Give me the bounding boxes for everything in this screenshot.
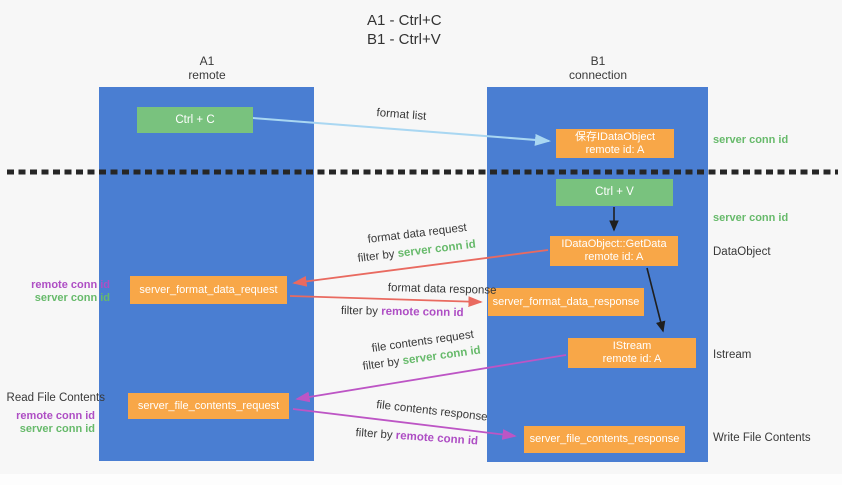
remote-conn-id-label-left-top: remote conn id — [31, 279, 110, 291]
left-conn-id-labels-top: remote conn id server conn id — [0, 279, 110, 305]
ctrl-c-box: Ctrl + C — [137, 107, 253, 133]
remote-conn-id-label-left-bottom: remote conn id — [16, 410, 95, 422]
server-conn-id-text: server conn id — [396, 238, 477, 261]
column-a1-name: A1 — [199, 54, 215, 68]
save-idataobject-box: 保存IDataObject remote id: A — [556, 129, 674, 158]
file-contents-response-filter-label: filter by remote conn id — [355, 427, 478, 448]
server-format-data-request-box: server_format_data_request — [130, 276, 287, 304]
istream-line2: remote id: A — [602, 353, 662, 365]
server-file-contents-request-box: server_file_contents_request — [128, 393, 289, 419]
read-file-contents-label: Read File Contents — [6, 392, 105, 404]
istream-line1: IStream — [612, 340, 652, 352]
column-a1-subtitle: remote — [188, 68, 226, 82]
server-conn-id-label-right-top: server conn id — [713, 134, 789, 146]
server-conn-id-label-left-top: server conn id — [34, 292, 110, 304]
save-idataobject-line2: remote id: A — [585, 143, 645, 156]
server-format-data-response-label: server_format_data_response — [492, 295, 640, 308]
column-header-a1: A1 remote — [157, 54, 257, 82]
format-data-response-arrow — [289, 295, 483, 308]
format-data-response-filter-label: filter by remote conn id — [341, 305, 464, 319]
write-file-contents-label: Write File Contents — [713, 432, 811, 444]
left-conn-id-labels-bottom: remote conn id server conn id — [0, 410, 95, 436]
istream-side-label: Istream — [713, 349, 752, 361]
istream-box: IStream remote id: A — [568, 338, 696, 368]
dataobject-label: DataObject — [713, 246, 771, 258]
idataobject-getdata-box: IDataObject::GetData remote id: A — [550, 236, 678, 266]
remote-conn-id-text: remote conn id — [381, 305, 464, 320]
idataobject-getdata-line2: remote id: A — [584, 251, 644, 263]
server-format-data-response-box: server_format_data_response — [488, 288, 644, 316]
filter-by-text: filter by — [340, 305, 379, 318]
title-line-2: B1 - Ctrl+V — [367, 31, 441, 48]
filter-by-text: filter by — [357, 248, 396, 265]
save-idataobject-line1: 保存IDataObject — [574, 130, 656, 143]
file-contents-response-label: file contents response — [375, 399, 489, 424]
diagram-title: A1 - Ctrl+C B1 - Ctrl+V — [367, 11, 442, 49]
title-line-1: A1 - Ctrl+C — [367, 12, 442, 29]
ctrl-v-label: Ctrl + V — [595, 186, 634, 198]
filter-by-text: filter by — [355, 427, 393, 442]
server-file-contents-request-label: server_file_contents_request — [137, 399, 280, 412]
server-format-data-request-label: server_format_data_request — [139, 283, 278, 296]
remote-conn-id-text: remote conn id — [395, 429, 479, 448]
server-file-contents-response-label: server_file_contents_response — [529, 433, 680, 445]
column-b1-name: B1 — [590, 54, 606, 68]
server-file-contents-response-box: server_file_contents_response — [524, 426, 685, 453]
server-conn-id-label-right-mid: server conn id — [713, 212, 789, 224]
ctrl-v-box: Ctrl + V — [556, 179, 673, 206]
format-list-label: format list — [376, 107, 427, 123]
ctrl-c-label: Ctrl + C — [175, 113, 215, 126]
format-data-response-label: format data response — [387, 282, 497, 297]
server-conn-id-label-left-bottom: server conn id — [19, 423, 95, 435]
bottom-margin-strip — [0, 474, 842, 485]
column-b1-subtitle: connection — [568, 68, 628, 82]
filter-by-text: filter by — [362, 355, 401, 373]
column-header-b1: B1 connection — [548, 54, 648, 82]
idataobject-getdata-line1: IDataObject::GetData — [561, 238, 667, 250]
